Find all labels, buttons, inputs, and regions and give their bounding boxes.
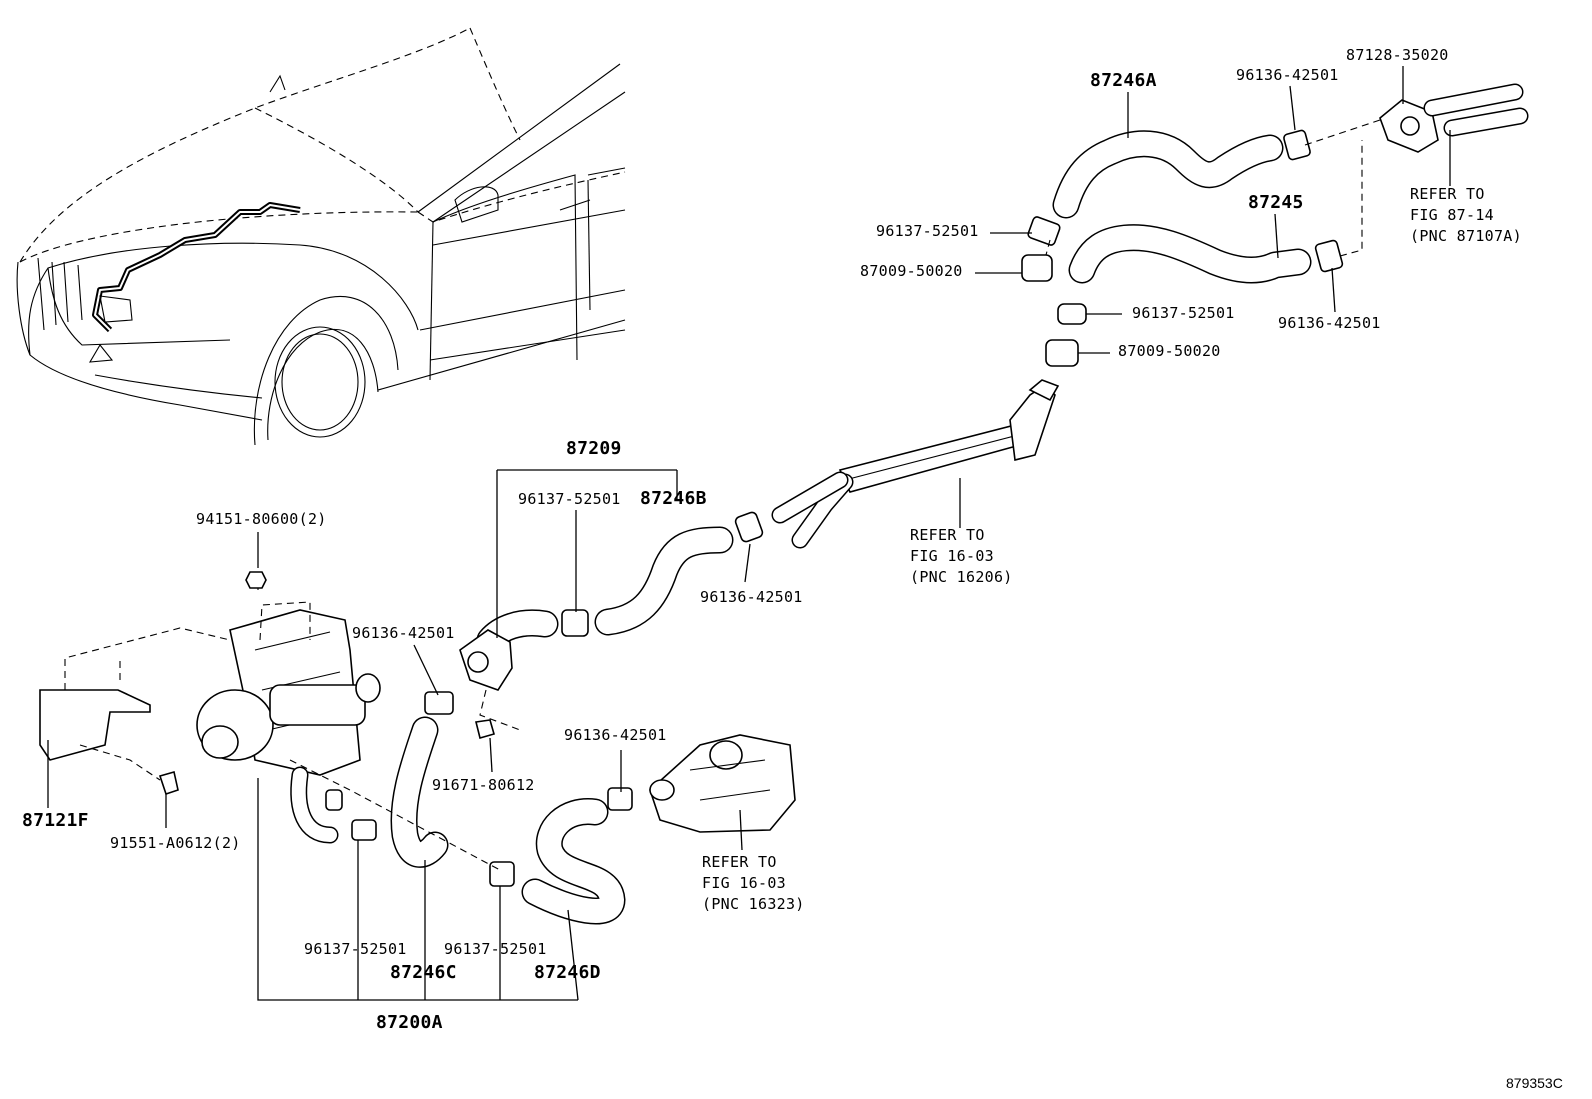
lower-hoses (289, 689, 796, 925)
label-87009-top: 87009-50020 (860, 262, 963, 280)
label-87209: 87209 (566, 438, 622, 459)
label-96136-right: 96136-42501 (1278, 314, 1381, 332)
label-87246b: 87246B (640, 488, 707, 509)
label-91671-80612: 91671-80612 (432, 776, 535, 794)
pump-and-brackets (39, 571, 495, 796)
label-96136-center: 96136-42501 (352, 624, 455, 642)
car-location-illustration (16, 27, 626, 446)
label-94151-80600: 94151-80600(2) (196, 510, 327, 528)
label-87128-35020: 87128-35020 (1346, 46, 1449, 64)
label-96137-mid: 96137-52501 (1132, 304, 1235, 322)
label-96137-87209: 96137-52501 (518, 490, 621, 508)
label-87200a: 87200A (376, 1012, 443, 1033)
label-96136-top: 96136-42501 (1236, 66, 1339, 84)
label-96136-lower: 96136-42501 (564, 726, 667, 744)
leader-lines (47, 66, 1451, 1001)
label-87246a: 87246A (1090, 70, 1157, 91)
label-87246d: 87246D (534, 962, 601, 983)
label-87009-mid: 87009-50020 (1118, 342, 1221, 360)
label-96136-pipe: 96136-42501 (700, 588, 803, 606)
label-refer-fig-16-03-housing: REFER TO FIG 16-03 (PNC 16323) (702, 853, 805, 913)
label-96137-low-left: 96137-52501 (304, 940, 407, 958)
label-refer-fig-16-03-pipe: REFER TO FIG 16-03 (PNC 16206) (910, 526, 1013, 586)
label-87121f: 87121F (22, 810, 89, 831)
label-87245: 87245 (1248, 192, 1304, 213)
diagram-code: 879353C (1506, 1075, 1563, 1091)
label-91551-a0612: 91551-A0612(2) (110, 834, 241, 852)
hose-87246b-group (459, 511, 764, 691)
label-96137-low-right: 96137-52501 (444, 940, 547, 958)
long-pipe (771, 379, 1060, 549)
label-96137-top: 96137-52501 (876, 222, 979, 240)
label-refer-fig-87-14: REFER TO FIG 87-14 (PNC 87107A) (1410, 185, 1522, 245)
upper-right-assembly (1021, 83, 1529, 367)
label-87246c: 87246C (390, 962, 457, 983)
